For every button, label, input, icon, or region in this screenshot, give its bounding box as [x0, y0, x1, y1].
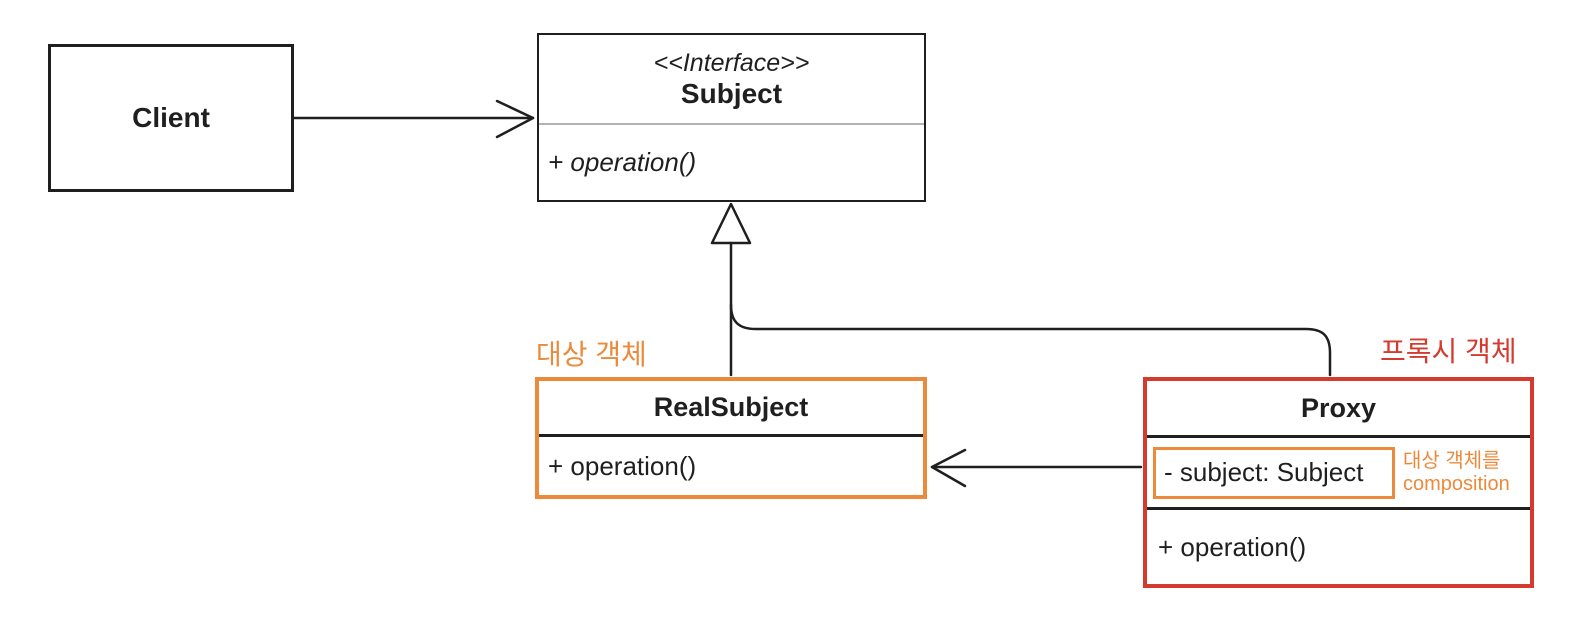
subject-operations-compartment: + operation(): [539, 125, 924, 200]
realsubject-operations-compartment: + operation(): [539, 437, 923, 495]
subject-header: <<Interface>> Subject: [539, 35, 924, 125]
proxy-subject-attribute: - subject: Subject: [1164, 457, 1364, 487]
realsubject-header: RealSubject: [539, 381, 923, 437]
subject-stereotype: <<Interface>>: [653, 48, 810, 77]
generalization-triangle-icon: [710, 202, 752, 245]
client-class-box: Client: [48, 44, 294, 192]
proxy-operation: + operation(): [1158, 531, 1307, 562]
proxy-class-name: Proxy: [1300, 392, 1377, 423]
proxy-composition-note-line2: composition: [1403, 472, 1510, 495]
proxy-realization-branch: [729, 303, 1332, 377]
proxy-composition-note-line1: 대상 객체를: [1403, 449, 1501, 472]
realsubject-class-box: RealSubject + operation(): [535, 377, 927, 499]
client-class-name: Client: [132, 102, 210, 133]
proxy-header: Proxy: [1147, 381, 1530, 438]
subject-interface-name: Subject: [680, 77, 783, 109]
realsubject-annotation-label: 대상 객체: [536, 339, 647, 370]
subject-operation: + operation(): [548, 147, 697, 177]
proxy-subject-attribute-highlight-box: - subject: Subject: [1153, 446, 1395, 499]
realization-line-and-triangle: [710, 202, 752, 377]
client-to-subject-arrow: [292, 99, 535, 139]
proxy-to-realsubject-arrow: [930, 448, 1143, 488]
proxy-class-box: Proxy - subject: Subject 대상 객체를 composit…: [1143, 377, 1534, 588]
realsubject-operation: + operation(): [548, 450, 697, 481]
proxy-composition-note: 대상 객체를 composition: [1403, 450, 1510, 496]
realsubject-class-name: RealSubject: [653, 392, 809, 422]
proxy-operations-compartment: + operation(): [1147, 510, 1530, 584]
proxy-annotation-label: 프록시 객체: [1380, 336, 1517, 367]
proxy-attributes-compartment: - subject: Subject 대상 객체를 composition: [1147, 438, 1530, 510]
subject-interface-box: <<Interface>> Subject + operation(): [537, 33, 926, 202]
